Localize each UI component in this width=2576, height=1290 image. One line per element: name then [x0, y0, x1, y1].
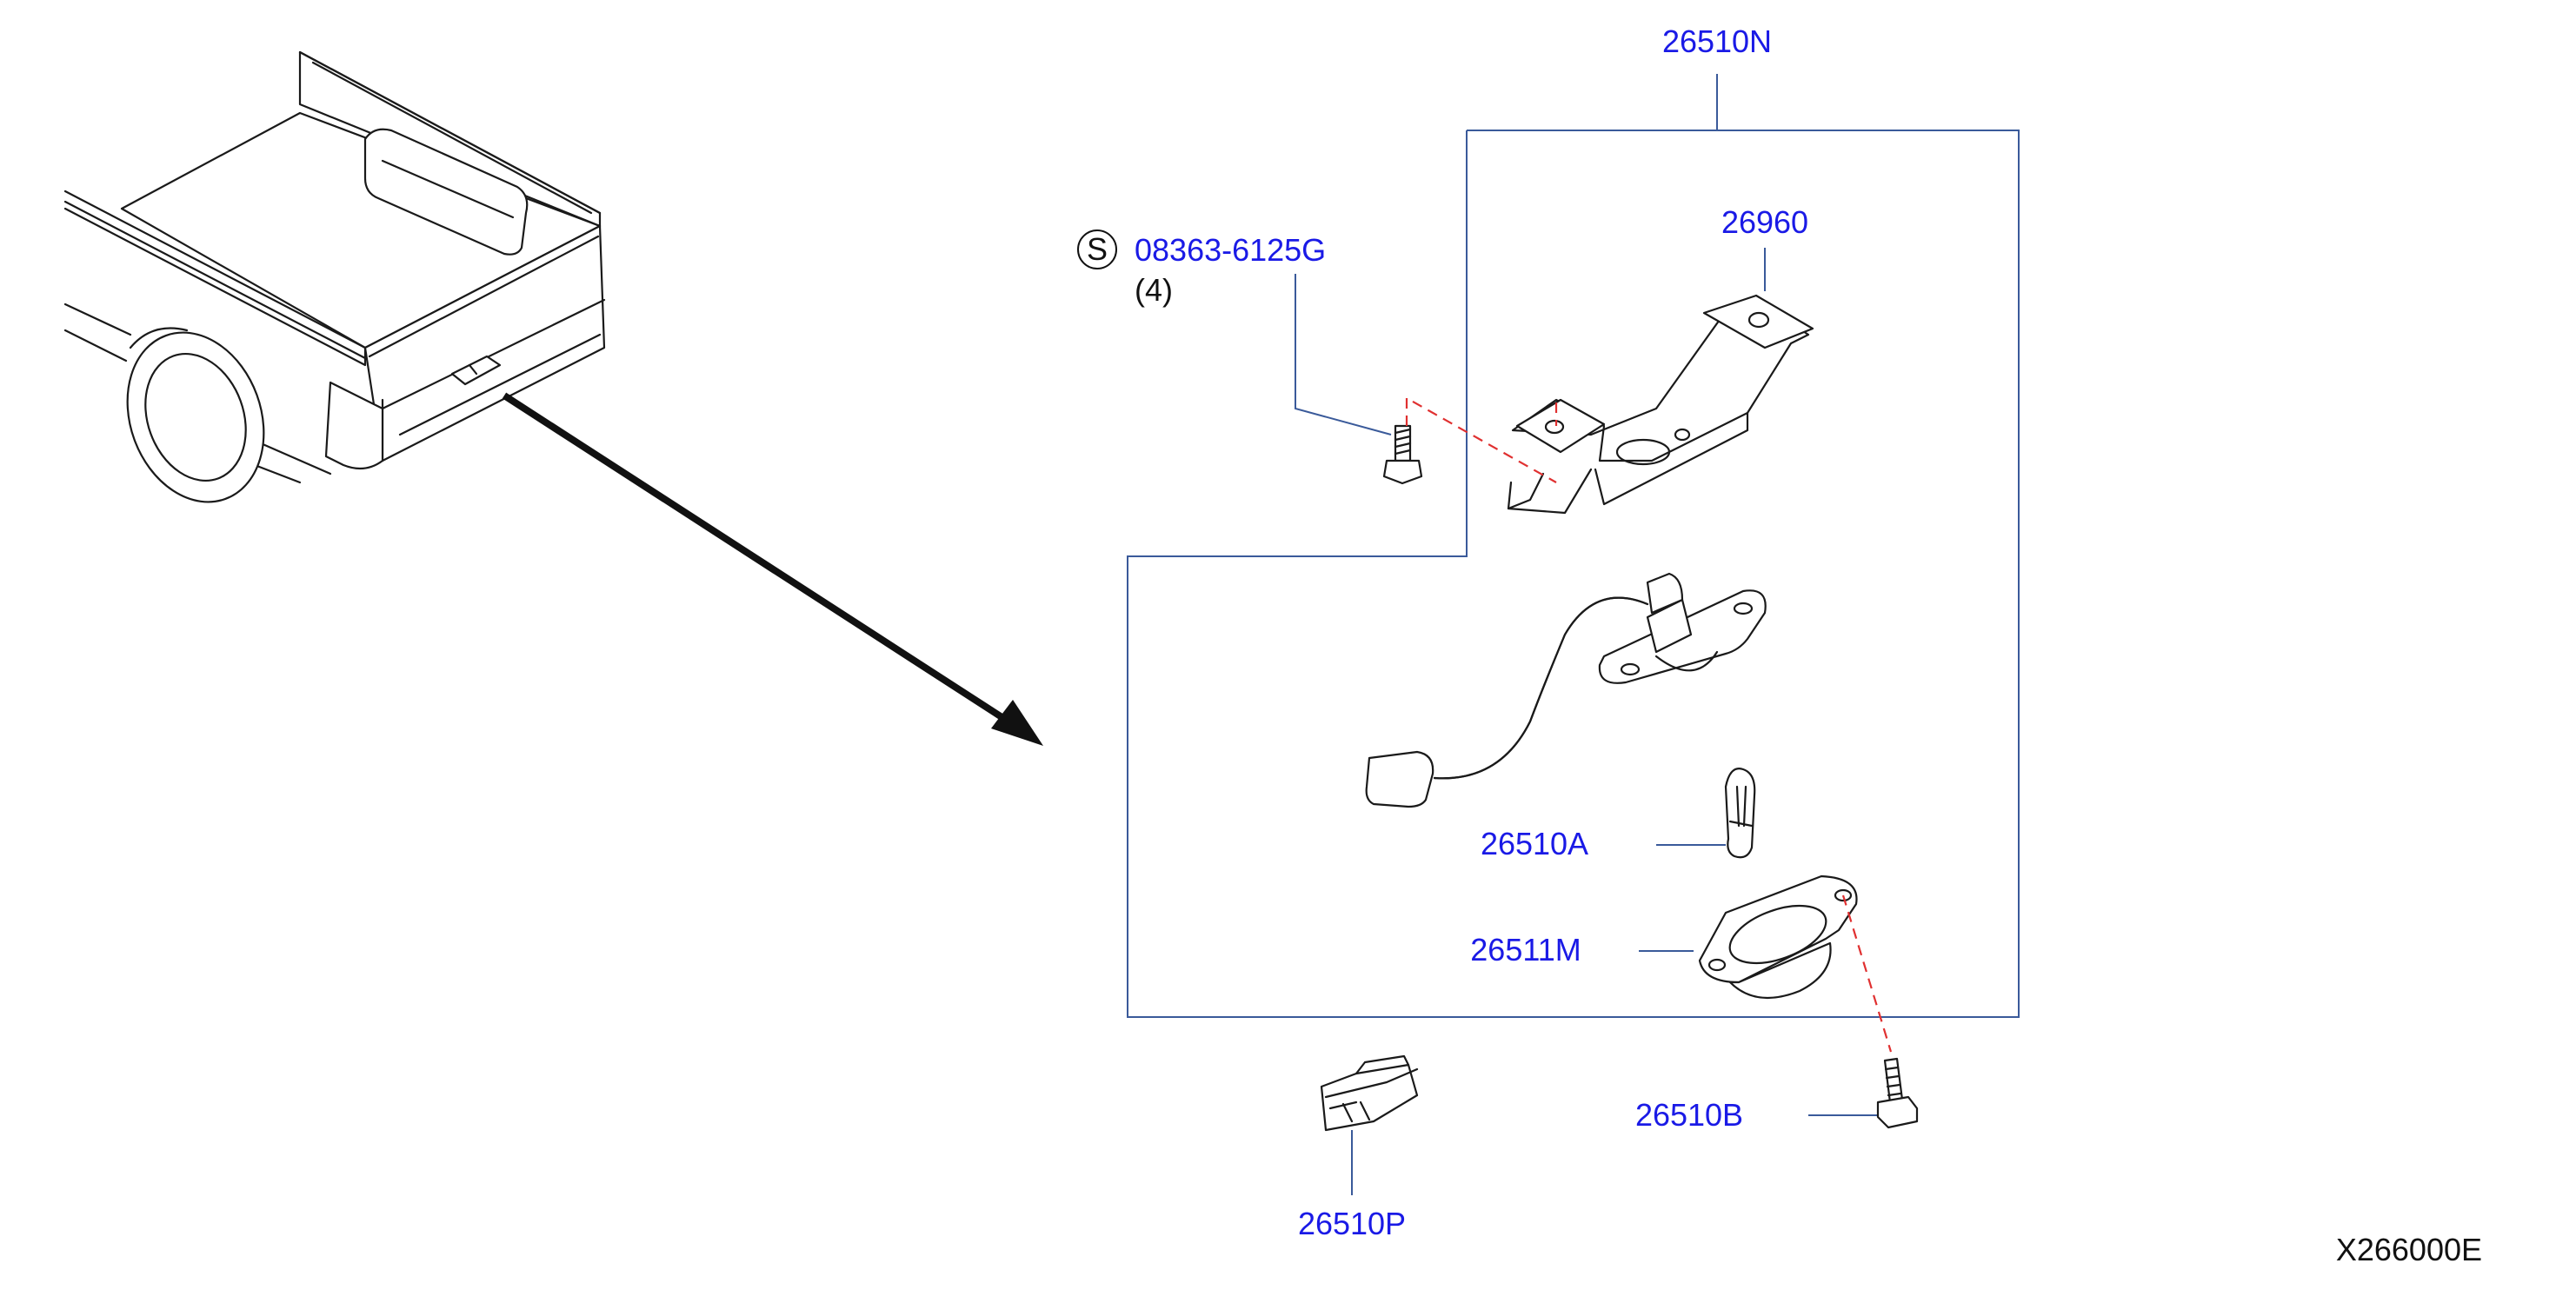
assembly-frame	[1127, 74, 2020, 1018]
bulb-26510a	[1656, 768, 1756, 859]
direction-arrow	[502, 392, 1043, 746]
lens-26511m	[1639, 874, 1858, 1000]
label-08363-6125g: 08363-6125G	[1135, 232, 1326, 268]
truck-bed-illustration	[63, 50, 606, 503]
screw-26510b	[1808, 1057, 1919, 1129]
label-26510a: 26510A	[1481, 826, 1588, 861]
label-26511m: 26511M	[1470, 932, 1581, 968]
label-26510p: 26510P	[1298, 1206, 1406, 1241]
screw-08363	[1077, 229, 1423, 485]
label-26960: 26960	[1721, 204, 1808, 240]
clip-26510p	[1320, 1054, 1419, 1195]
diagram-code: X266000E	[2336, 1232, 2482, 1267]
lamp-socket-harness	[1365, 572, 1767, 808]
label-quantity: (4)	[1135, 272, 1173, 308]
label-26510b: 26510B	[1635, 1097, 1743, 1133]
screw-symbol: S	[1087, 231, 1108, 267]
bracket-26960	[1507, 248, 1814, 515]
label-26510n: 26510N	[1662, 23, 1772, 59]
